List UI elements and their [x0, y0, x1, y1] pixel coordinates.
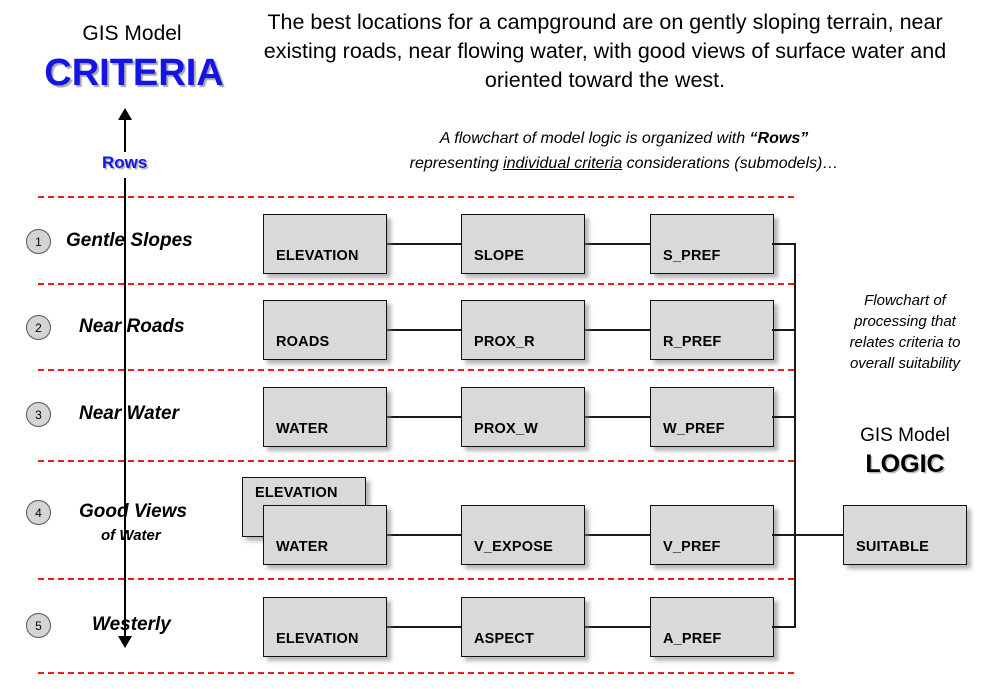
- connector-row3-a: [384, 416, 464, 418]
- node-label: ROADS: [276, 334, 330, 350]
- criteria-number-5: 5: [26, 613, 51, 638]
- connector-bus-to-output: [794, 534, 846, 536]
- row-separator-3: [38, 460, 794, 462]
- node-label: ELEVATION: [276, 631, 359, 647]
- node-row2-input[interactable]: ROADS: [263, 300, 387, 360]
- connector-row5-bus: [772, 626, 796, 628]
- criteria-number-3: 3: [26, 402, 51, 427]
- node-output-suitable[interactable]: SUITABLE: [843, 505, 967, 565]
- connector-row1-b: [582, 243, 652, 245]
- row-separator-1: [38, 283, 794, 285]
- subnote-rows-emphasis: “Rows”: [749, 130, 809, 147]
- criteria-label-2: Near Roads: [79, 316, 185, 337]
- node-row5-process[interactable]: ASPECT: [461, 597, 585, 657]
- criteria-number-2: 2: [26, 315, 51, 340]
- connector-row5-a: [384, 626, 464, 628]
- node-row1-process[interactable]: SLOPE: [461, 214, 585, 274]
- rows-axis-main-line: [124, 178, 126, 636]
- node-row3-process[interactable]: PROX_W: [461, 387, 585, 447]
- node-label: ELEVATION: [276, 248, 359, 264]
- node-label: SLOPE: [474, 248, 525, 264]
- criteria-label-3: Near Water: [79, 403, 179, 424]
- subnote-text: A flowchart of model logic is organized …: [320, 126, 928, 176]
- node-row5-pref[interactable]: A_PREF: [650, 597, 774, 657]
- node-label: A_PREF: [663, 631, 722, 647]
- rows-axis-down-arrow-icon: [118, 636, 132, 648]
- criteria-model-label: GIS Model: [82, 22, 182, 45]
- node-row4-input[interactable]: WATER: [263, 505, 387, 565]
- connector-row2-a: [384, 329, 464, 331]
- connector-row3-bus: [772, 416, 796, 418]
- connector-vertical-bus: [794, 243, 796, 628]
- node-label: R_PREF: [663, 334, 722, 350]
- rows-axis-up-arrow-icon: [118, 108, 132, 120]
- subnote-line2-part1: representing: [409, 155, 504, 172]
- logic-model-label: GIS Model: [860, 425, 950, 446]
- node-label: PROX_W: [474, 421, 539, 437]
- criteria-label-1: Gentle Slopes: [66, 230, 193, 251]
- node-row2-pref[interactable]: R_PREF: [650, 300, 774, 360]
- criteria-number-4: 4: [26, 500, 51, 525]
- node-label: V_PREF: [663, 539, 721, 555]
- connector-row3-b: [582, 416, 652, 418]
- logic-side-note: Flowchart of processing that relates cri…: [849, 292, 961, 372]
- node-row4-process[interactable]: V_EXPOSE: [461, 505, 585, 565]
- node-row4-pref[interactable]: V_PREF: [650, 505, 774, 565]
- node-label: PROX_R: [474, 334, 535, 350]
- connector-row2-b: [582, 329, 652, 331]
- criteria-number-1: 1: [26, 229, 51, 254]
- connector-row1-bus: [772, 243, 796, 245]
- node-row1-input[interactable]: ELEVATION: [263, 214, 387, 274]
- connector-row4-bus: [772, 534, 796, 536]
- node-label: WATER: [276, 539, 329, 555]
- connector-row2-bus: [772, 329, 796, 331]
- row-separator-0: [38, 196, 794, 198]
- subnote-line2-part3: considerations (submodels)…: [622, 155, 839, 172]
- logic-title: LOGIC: [865, 450, 945, 478]
- row-separator-4: [38, 578, 794, 580]
- node-label: WATER: [276, 421, 329, 437]
- node-label: W_PREF: [663, 421, 725, 437]
- rows-axis-upper-line: [124, 120, 126, 152]
- connector-row4-b: [582, 534, 652, 536]
- node-row1-pref[interactable]: S_PREF: [650, 214, 774, 274]
- node-label: ELEVATION: [255, 485, 338, 501]
- node-row3-input[interactable]: WATER: [263, 387, 387, 447]
- criteria-sublabel-4: of Water: [101, 527, 161, 544]
- rows-axis-label: Rows: [98, 152, 152, 174]
- node-label: ASPECT: [474, 631, 535, 647]
- connector-row1-a: [384, 243, 464, 245]
- node-row3-pref[interactable]: W_PREF: [650, 387, 774, 447]
- node-label: S_PREF: [663, 248, 721, 264]
- page-headline: The best locations for a campground are …: [263, 10, 947, 92]
- connector-row4-a: [384, 534, 464, 536]
- node-row5-input[interactable]: ELEVATION: [263, 597, 387, 657]
- node-label: SUITABLE: [856, 539, 930, 555]
- connector-row5-b: [582, 626, 652, 628]
- subnote-line1-part1: A flowchart of model logic is organized …: [439, 130, 750, 147]
- criteria-label-4: Good Views: [79, 501, 188, 522]
- criteria-label-5: Westerly: [92, 614, 171, 635]
- row-separator-5: [38, 672, 794, 674]
- node-label: V_EXPOSE: [474, 539, 553, 555]
- subnote-individual-criteria: individual criteria: [503, 155, 623, 172]
- criteria-title: CRITERIA: [44, 52, 224, 94]
- node-row2-process[interactable]: PROX_R: [461, 300, 585, 360]
- row-separator-2: [38, 369, 794, 371]
